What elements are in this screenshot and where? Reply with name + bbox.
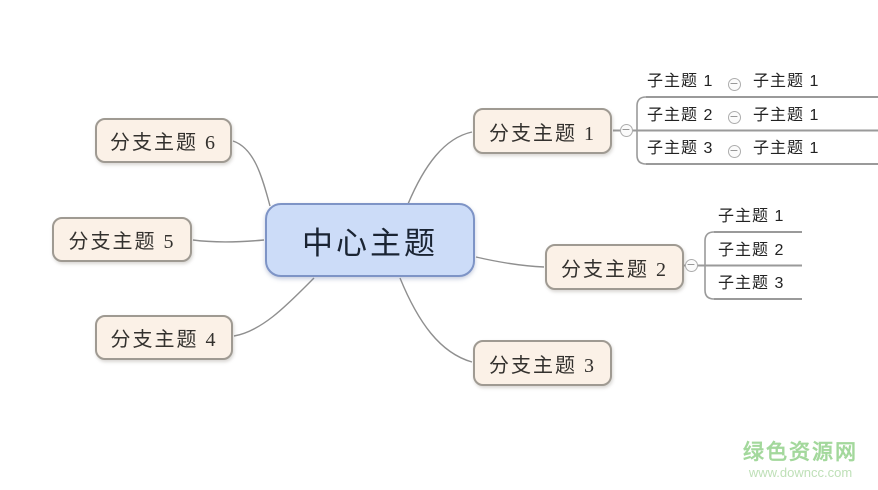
subtopic-b1-1[interactable]: 子主题 1 — [647, 73, 714, 90]
branch-topic-5[interactable]: 分支主题 5 — [52, 217, 192, 262]
branch-topic-3[interactable]: 分支主题 3 — [473, 340, 612, 386]
branch-topic-1[interactable]: 分支主题 1 — [473, 108, 612, 154]
collapse-button-branch-1[interactable]: − — [619, 123, 633, 137]
subtopic-b1-3[interactable]: 子主题 3 — [647, 140, 714, 157]
central-topic[interactable]: 中心主题 — [265, 203, 475, 277]
branch-topic-6[interactable]: 分支主题 6 — [95, 118, 232, 163]
watermark-url: www.downcc.com — [748, 465, 853, 480]
collapse-button-b1-sub1[interactable]: − — [727, 76, 741, 91]
link-center-branch-2 — [475, 256, 545, 268]
branch-topic-2[interactable]: 分支主题 2 — [545, 244, 684, 290]
subtopic-b2-3[interactable]: 子主题 3 — [718, 275, 785, 292]
minus-icon: − — [729, 143, 739, 157]
subtopic-b1-1-1[interactable]: 子主题 1 — [753, 73, 820, 90]
subtopic-b1-2[interactable]: 子主题 2 — [647, 106, 714, 124]
subtopic-b1-3-1[interactable]: 子主题 1 — [753, 140, 820, 157]
link-center-branch-1 — [407, 131, 473, 205]
minus-icon: − — [729, 76, 739, 90]
link-center-branch-4 — [233, 277, 315, 337]
fork-branch-1 — [636, 96, 647, 165]
collapse-button-b1-sub2[interactable]: − — [727, 110, 741, 124]
link-center-branch-5 — [192, 239, 265, 243]
minus-icon: − — [729, 110, 739, 123]
fork-branch-2 — [704, 231, 715, 300]
link-center-branch-3 — [399, 277, 473, 363]
watermark: 绿色资源网 www.downcc.com — [743, 441, 858, 480]
link-center-branch-6 — [232, 140, 271, 207]
collapse-button-branch-2[interactable]: − — [684, 258, 698, 272]
subtopic-b2-1[interactable]: 子主题 1 — [718, 208, 785, 225]
subtopic-b2-2[interactable]: 子主题 2 — [718, 241, 785, 259]
watermark-title: 绿色资源网 — [743, 441, 858, 464]
collapse-button-b1-sub3[interactable]: − — [727, 143, 741, 158]
minus-icon: − — [621, 123, 631, 136]
branch-topic-4[interactable]: 分支主题 4 — [95, 315, 233, 360]
subtopic-b1-2-1[interactable]: 子主题 1 — [753, 106, 820, 124]
minus-icon: − — [686, 258, 696, 271]
